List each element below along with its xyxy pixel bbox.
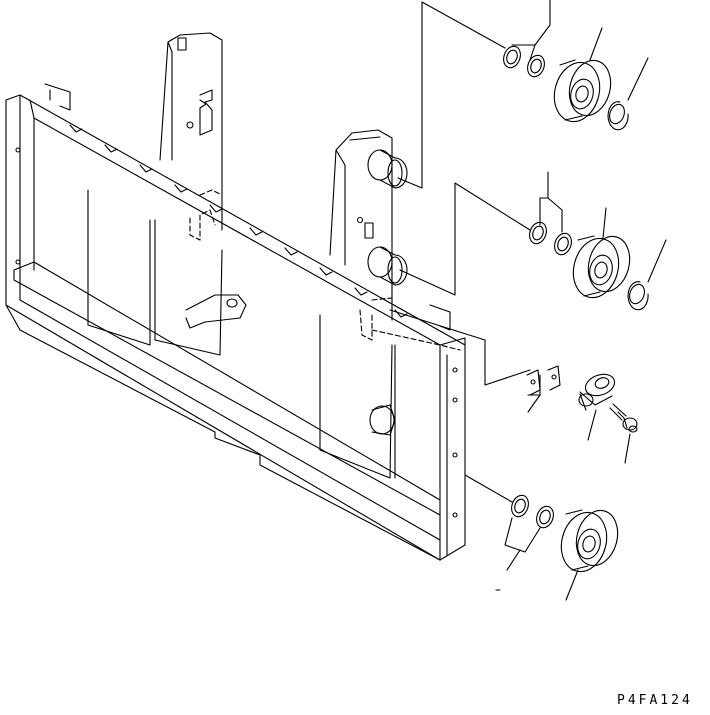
bearing-upper bbox=[553, 59, 612, 123]
mounted-roller-upper bbox=[367, 149, 408, 189]
hook-bracket bbox=[185, 294, 247, 329]
shim-plate-2 bbox=[547, 365, 561, 391]
callout-set-upper bbox=[511, 0, 649, 101]
shim-plate-1 bbox=[526, 369, 541, 396]
left-upright bbox=[159, 32, 223, 231]
leader-lines bbox=[389, 1, 531, 503]
carriage-frame bbox=[5, 83, 466, 561]
mounted-roller-lower bbox=[367, 246, 408, 286]
washer-upper-2 bbox=[527, 54, 545, 78]
callout-set-middle bbox=[539, 171, 667, 283]
callout-set-lower bbox=[495, 517, 579, 601]
washer-lower-1 bbox=[511, 494, 529, 518]
washer-middle-2 bbox=[554, 232, 572, 256]
snap-ring-middle bbox=[627, 281, 649, 311]
hidden-lines bbox=[189, 189, 461, 351]
bearing-middle bbox=[572, 235, 631, 299]
mounted-side-roller bbox=[369, 404, 396, 436]
washer-middle-1 bbox=[529, 221, 547, 245]
washer-upper-1 bbox=[503, 45, 521, 69]
bearing-lower bbox=[560, 509, 619, 573]
drawing-reference-code: P4FA124 bbox=[617, 693, 693, 708]
right-upright bbox=[329, 129, 393, 321]
washer-lower-2 bbox=[536, 505, 554, 529]
bolt bbox=[609, 403, 638, 433]
eccentric-roller bbox=[578, 373, 616, 411]
callout-set-side bbox=[527, 374, 631, 464]
snap-ring-upper bbox=[607, 101, 629, 131]
top-rail-notches bbox=[69, 124, 408, 318]
inner-panels bbox=[87, 189, 396, 479]
